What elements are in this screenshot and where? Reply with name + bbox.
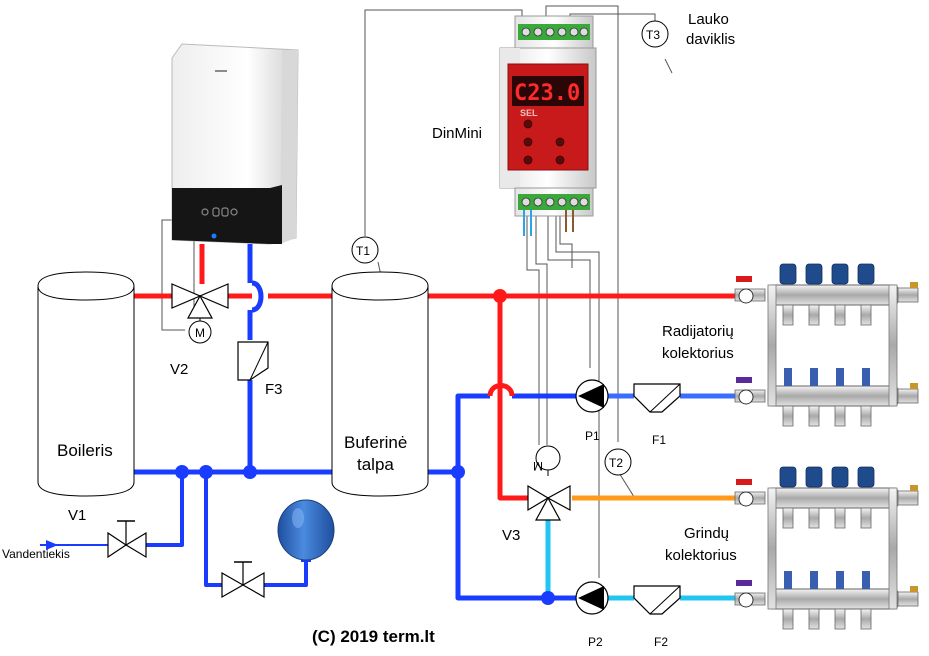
- expansion-tank: [277, 499, 335, 562]
- f3-label: F3: [265, 381, 283, 398]
- radiator-manifold: Radijatorių kolektorius: [662, 263, 919, 427]
- radiator-label-line2: kolektorius: [662, 345, 734, 362]
- heater-hop: [251, 280, 264, 313]
- pipe-junctions: [175, 289, 555, 605]
- controller-display: C23.0: [514, 81, 580, 106]
- mixer-hop: [487, 383, 515, 397]
- radiator-flow-caps-icon: [779, 263, 875, 285]
- v3-label: V3: [502, 527, 520, 544]
- radiator-label-line1: Radijatorių: [662, 323, 734, 340]
- p1-label: P1: [585, 429, 600, 443]
- sensor-t1: T1: [351, 236, 379, 264]
- boiler-label: Boileris: [57, 441, 113, 460]
- buffer-label-line1: Buferinė: [344, 433, 407, 452]
- floor-label-line2: kolektorius: [665, 547, 737, 564]
- sensor-t3: T3 Lauko daviklis: [641, 11, 735, 48]
- valve-v2: M V2: [170, 283, 229, 378]
- valve-v1: V1 Vandentiekis: [2, 507, 147, 561]
- dinmini-controller: C23.0 SEL DinMini: [432, 15, 597, 236]
- t2-label: T2: [609, 456, 623, 470]
- outdoor-sensor-label-line1: Lauko: [688, 11, 729, 28]
- controller-button-sel[interactable]: [523, 119, 533, 129]
- floor-flow-caps-icon: [779, 466, 875, 488]
- v3-motor-label: M: [533, 459, 543, 473]
- water-supply-label: Vandentiekis: [2, 547, 70, 561]
- v2-motor-label: M: [195, 326, 205, 340]
- boiler-tank: Boileris: [37, 271, 135, 497]
- controller-button-right[interactable]: [555, 137, 565, 147]
- controller-button-left[interactable]: [523, 137, 533, 147]
- pump-p1: P1: [575, 379, 609, 443]
- pipes: [40, 244, 735, 601]
- valve-expansion: [221, 561, 265, 599]
- p2-label: P2: [588, 635, 603, 649]
- floor-return-valves-icon: [784, 571, 870, 589]
- t1-label: T1: [356, 244, 370, 258]
- controller-button-down[interactable]: [523, 155, 533, 165]
- unit-buttons-icon: [201, 207, 238, 217]
- copyright-text: (C) 2019 term.lt: [312, 627, 435, 646]
- filter-f2: F2: [633, 585, 681, 649]
- f2-label: F2: [654, 635, 668, 649]
- heat-generator-unit: [171, 43, 299, 245]
- radiator-return-valves-icon: [784, 368, 870, 386]
- return-pipe-floor-loop: [455, 472, 576, 601]
- floor-return-pipe: [545, 520, 735, 601]
- radiator-ball-valves-icon: [734, 276, 766, 405]
- sensor-t2: T2: [604, 448, 632, 476]
- filter-f1: F1: [633, 383, 681, 447]
- filter-f3: F3: [237, 341, 283, 398]
- f1-label: F1: [652, 433, 666, 447]
- outdoor-sensor-label-line2: daviklis: [686, 31, 735, 48]
- controller-button-up[interactable]: [555, 155, 565, 165]
- sel-label: SEL: [520, 108, 538, 118]
- v2-label: V2: [170, 361, 188, 378]
- hot-pipe-mixer: [497, 296, 528, 501]
- brand-logo-icon: [215, 70, 227, 72]
- valve-v3: M V3: [502, 445, 571, 544]
- floor-ball-valves-icon: [734, 479, 766, 608]
- return-pipe-supply: [146, 472, 308, 587]
- v1-label: V1: [68, 507, 86, 524]
- return-pipe-buffer: [428, 393, 576, 475]
- buffer-label-line2: talpa: [357, 455, 394, 474]
- t3-label: T3: [646, 28, 660, 42]
- pump-p2: P2: [575, 581, 609, 649]
- floor-label-line1: Grindų: [684, 525, 729, 542]
- floor-manifold: Grindų kolektorius: [665, 466, 919, 630]
- controller-label: DinMini: [432, 125, 482, 142]
- buffer-tank: Buferinė talpa: [331, 271, 429, 497]
